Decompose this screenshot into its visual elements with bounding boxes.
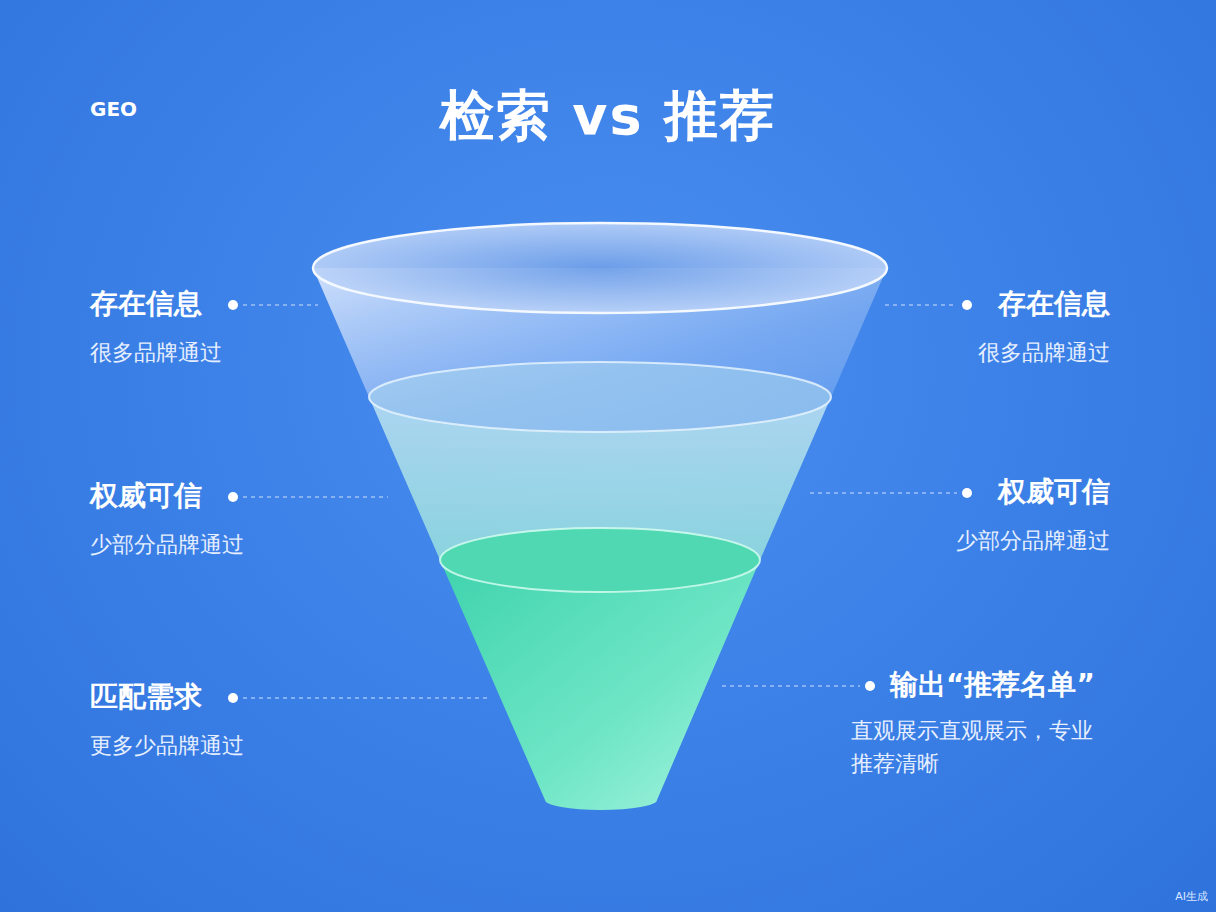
output-heading: 输出“推荐名单” [890, 667, 1095, 702]
output-note: 直观展示直观展示，专业 推荐清晰 [851, 714, 1119, 780]
stage-heading: 存在信息 [90, 286, 202, 321]
leader-dots [228, 300, 972, 703]
stage-note: 很多品牌通过 [978, 339, 1110, 367]
brand-tag: GEO [90, 97, 137, 122]
funnel-top-rim [313, 223, 887, 313]
stage-heading: 匹配需求 [90, 679, 202, 714]
funnel-bottom-rim [440, 528, 760, 592]
leader-lines [243, 305, 957, 698]
stage-heading: 权威可信 [90, 478, 202, 513]
stage-note: 少部分品牌通过 [90, 531, 244, 559]
funnel-bottom-band [440, 560, 760, 810]
funnel-middle-rim [369, 362, 831, 432]
watermark: AI生成 [1175, 890, 1208, 904]
stage-note: 很多品牌通过 [90, 339, 222, 367]
stage-heading: 存在信息 [998, 286, 1110, 321]
main-title: 检索 vs 推荐 [0, 82, 1216, 150]
stage-heading: 权威可信 [998, 474, 1110, 509]
stage-note: 更多少品牌通过 [90, 732, 244, 760]
stage-note: 少部分品牌通过 [956, 527, 1110, 555]
